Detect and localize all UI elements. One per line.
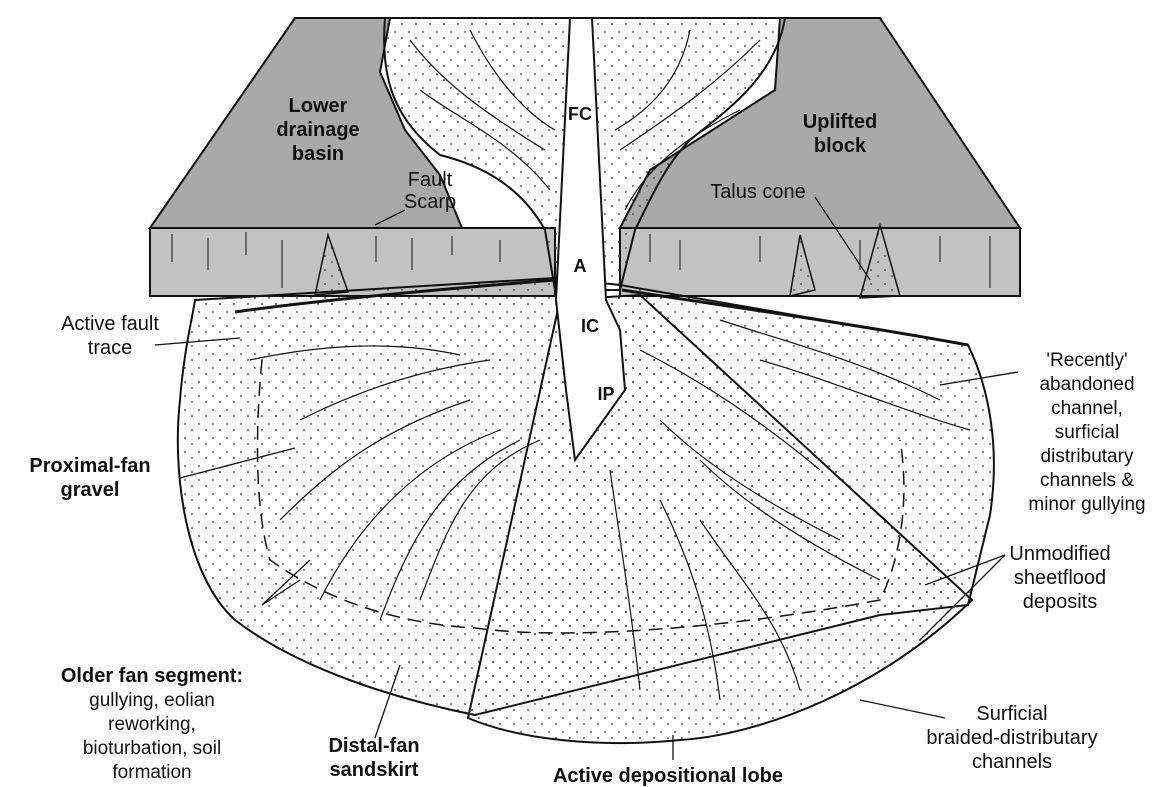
label-line: braided-distributary xyxy=(926,727,1097,749)
label-line: gravel xyxy=(61,479,120,501)
label-line: sheetflood xyxy=(1014,567,1106,589)
label-line: distributary xyxy=(1041,446,1134,467)
label-line: surficial xyxy=(1055,422,1119,443)
label-line: Older fan segment: xyxy=(61,665,243,687)
label-active-fault-trace: Active fault trace xyxy=(61,313,159,359)
label-line: Active fault xyxy=(61,313,159,335)
label-line: drainage xyxy=(276,119,359,141)
label-recently-abandoned: 'Recently' abandoned channel, surficial … xyxy=(1028,350,1145,515)
label-line: Surficial xyxy=(976,703,1047,725)
label-line: block xyxy=(814,135,867,157)
label-line: bioturbation, soil xyxy=(83,738,221,759)
label-line: channel, xyxy=(1051,398,1123,419)
label-line: Distal-fan xyxy=(328,735,419,757)
label-ic: IC xyxy=(581,316,599,336)
label-line: Uplifted xyxy=(803,111,877,133)
label-distal-fan-sandskirt: Distal-fan sandskirt xyxy=(328,735,419,781)
label-line: abandoned xyxy=(1039,374,1134,395)
label-line: Proximal-fan xyxy=(29,455,150,477)
label-older-fan-segment: Older fan segment: gullying, eolian rewo… xyxy=(61,665,243,783)
label-ip: IP xyxy=(597,384,614,404)
label-surficial-braided: Surficial braided-distributary channels xyxy=(926,703,1097,773)
label-fc: FC xyxy=(568,104,592,124)
label-unmodified-sheetflood: Unmodified sheetflood deposits xyxy=(1009,543,1110,613)
label-line: Unmodified xyxy=(1009,543,1110,565)
label-line: channels xyxy=(972,751,1052,773)
label-line: Lower xyxy=(289,95,348,117)
label-talus-cone: Talus cone xyxy=(710,181,806,203)
label-line: deposits xyxy=(1023,591,1098,613)
label-a: A xyxy=(574,256,587,276)
label-line: reworking, xyxy=(108,714,196,735)
label-line: trace xyxy=(88,337,132,359)
label-active-depositional-lobe: Active depositional lobe xyxy=(553,765,783,787)
label-line: sandskirt xyxy=(330,759,419,781)
label-fault-scarp: Fault Scarp xyxy=(404,169,456,213)
label-line: minor gullying xyxy=(1028,494,1145,515)
label-line: channels & xyxy=(1040,470,1134,491)
label-line: Scarp xyxy=(404,191,456,213)
label-line: formation xyxy=(112,762,191,783)
label-line: gullying, eolian xyxy=(89,690,215,711)
label-line: Fault xyxy=(408,169,453,191)
label-line: 'Recently' xyxy=(1046,350,1127,371)
label-proximal-fan-gravel: Proximal-fan gravel xyxy=(29,455,150,501)
label-line: basin xyxy=(292,143,344,165)
